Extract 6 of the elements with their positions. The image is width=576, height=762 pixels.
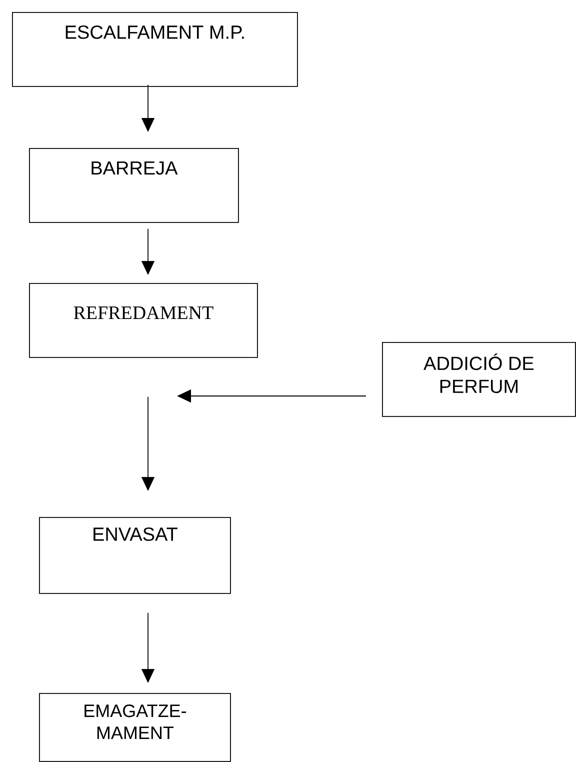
process-box: BARREJA	[29, 148, 239, 223]
process-box: ADDICIÓ DE PERFUM	[382, 342, 576, 417]
process-box: ESCALFAMENT M.P.	[12, 12, 298, 87]
process-box: ENVASAT	[39, 517, 231, 594]
process-box: REFREDAMENT	[29, 283, 258, 358]
process-box: EMAGATZE- MAMENT	[39, 693, 231, 762]
